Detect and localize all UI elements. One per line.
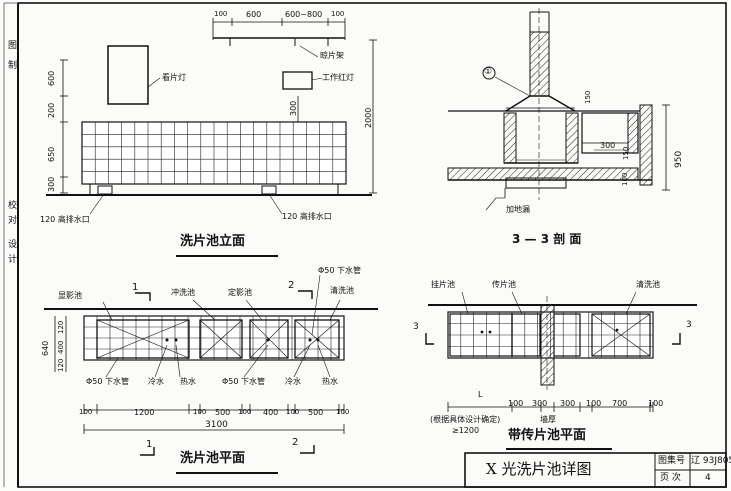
drain-left-label: 120 高排水口 [40,215,90,224]
plan-dim-120a: 120 [57,320,65,334]
section-dim-150a: 150 [584,90,592,104]
transfer-plan-view [425,291,697,412]
work-light-label: 工作红灯 [322,73,354,82]
plan-label-fixer: 定影池 [228,288,252,297]
plan-label-rinse: 冲洗池 [171,288,195,297]
tp-note-design: (根据具体设计确定) [430,415,501,424]
section-title: 3 — 3 剖 面 [512,232,582,246]
plan-dim-r1-5: 400 [263,408,279,417]
floor-drain-label: 加地漏 [506,205,530,214]
page-label: 页 次 [660,473,681,483]
elev-dim-inner: 300 [289,100,298,116]
elevation-title-underline [176,255,278,257]
tp-label-hang: 挂片池 [431,280,455,289]
plan-title-underline [176,472,278,474]
section-mark-circle: ① [484,67,493,77]
tp-dim-100a: 100 [508,399,524,408]
plan-label-drain-2: Φ50 下水管 [222,377,266,386]
set-number-label: 图集号 [658,456,686,466]
tp-dim-100c: 100 [648,399,664,408]
plan-label-cold-2: 冷水 [285,377,301,386]
plan-dim-400: 400 [57,340,65,354]
elevation-title: 洗片池立面 [180,234,246,249]
elev-dim-300: 300 [47,176,56,192]
section-dim-300: 300 [600,141,616,150]
elevation-view [46,18,377,215]
tp-label-wash: 清洗池 [636,280,660,289]
plan-label-wash: 清洗池 [330,286,354,295]
elev-dim-2000: 2000 [364,107,373,128]
title-block-frame [464,452,727,488]
tp-dim-300b: 300 [560,399,576,408]
plan-title: 洗片池平面 [180,451,246,466]
tp-dim-300a: 300 [532,399,548,408]
tp-label-pass: 传片池 [492,280,516,289]
section-view [447,8,670,211]
plan-label-hot-2: 热水 [322,377,338,386]
tp-dim-100b: 100 [586,399,602,408]
tp-note-min: ≥1200 [452,426,480,435]
tp-dim-700: 700 [612,399,628,408]
elev-dim-650: 650 [47,146,56,162]
rack-dim-4: 100 [331,10,345,18]
sheet-title: X 光洗片池详图 [486,460,592,478]
plan-mark-1-bottom: 1 [146,439,153,450]
plan-total-dim: 3100 [205,420,228,430]
plan-dim-r1-1: 1200 [134,408,155,417]
plan-label-cold-1: 冷水 [148,377,164,386]
rack-label: 晾片架 [320,51,344,60]
set-number-value: 辽 93J805 [691,456,731,466]
tp-title-underline [506,448,612,450]
plan-dim-r1-7: 500 [308,408,324,417]
drain-right-label: 120 高排水口 [282,212,332,221]
plan-mark-1-top: 1 [132,282,139,293]
plan-label-developer: 显影池 [58,291,82,300]
rack-dim-1: 100 [214,10,228,18]
plan-dim-r1-2: 100 [193,408,207,416]
sidebar-top-text: 图 制 [6,40,16,73]
plan-mark-2-bottom: 2 [292,437,299,448]
tp-mark-left: 3 [413,322,419,332]
elev-dim-200: 200 [47,102,56,118]
plan-mark-2-top: 2 [288,280,295,291]
plan-dim-r1-4: 100 [238,408,252,416]
tp-wall-label: 墙厚 [540,415,556,424]
plan-dim-r1-6: 100 [286,408,300,416]
sink-plan-view [44,274,378,456]
plan-label-hot-1: 热水 [180,377,196,386]
section-dim-150b: 150 [622,146,630,160]
tp-dim-L: L [478,390,483,399]
section-dim-100: 100 [621,172,629,186]
rack-dim-2: 600 [246,10,262,19]
tp-title: 带传片池平面 [508,428,587,443]
plan-label-drain-1: Φ50 下水管 [86,377,130,386]
elev-dim-600: 600 [47,70,56,86]
sheet-border [17,2,727,488]
page-value: 4 [705,473,711,483]
plan-dim-640: 640 [41,340,50,356]
rack-dim-3: 600~800 [285,10,323,19]
section-dim-950: 950 [674,150,684,168]
sidebar-bottom-text: 校对 设计 [6,200,16,269]
plan-dim-r1-8: 100 [336,408,350,416]
viewer-label: 看片灯 [162,73,186,82]
plan-dim-120b: 120 [57,358,65,372]
plan-dim-r1-3: 500 [215,408,231,417]
plan-dim-r1-0: 100 [79,408,93,416]
plan-label-drain-pipe: Φ50 下水管 [318,266,362,275]
tp-mark-right: 3 [686,320,692,330]
